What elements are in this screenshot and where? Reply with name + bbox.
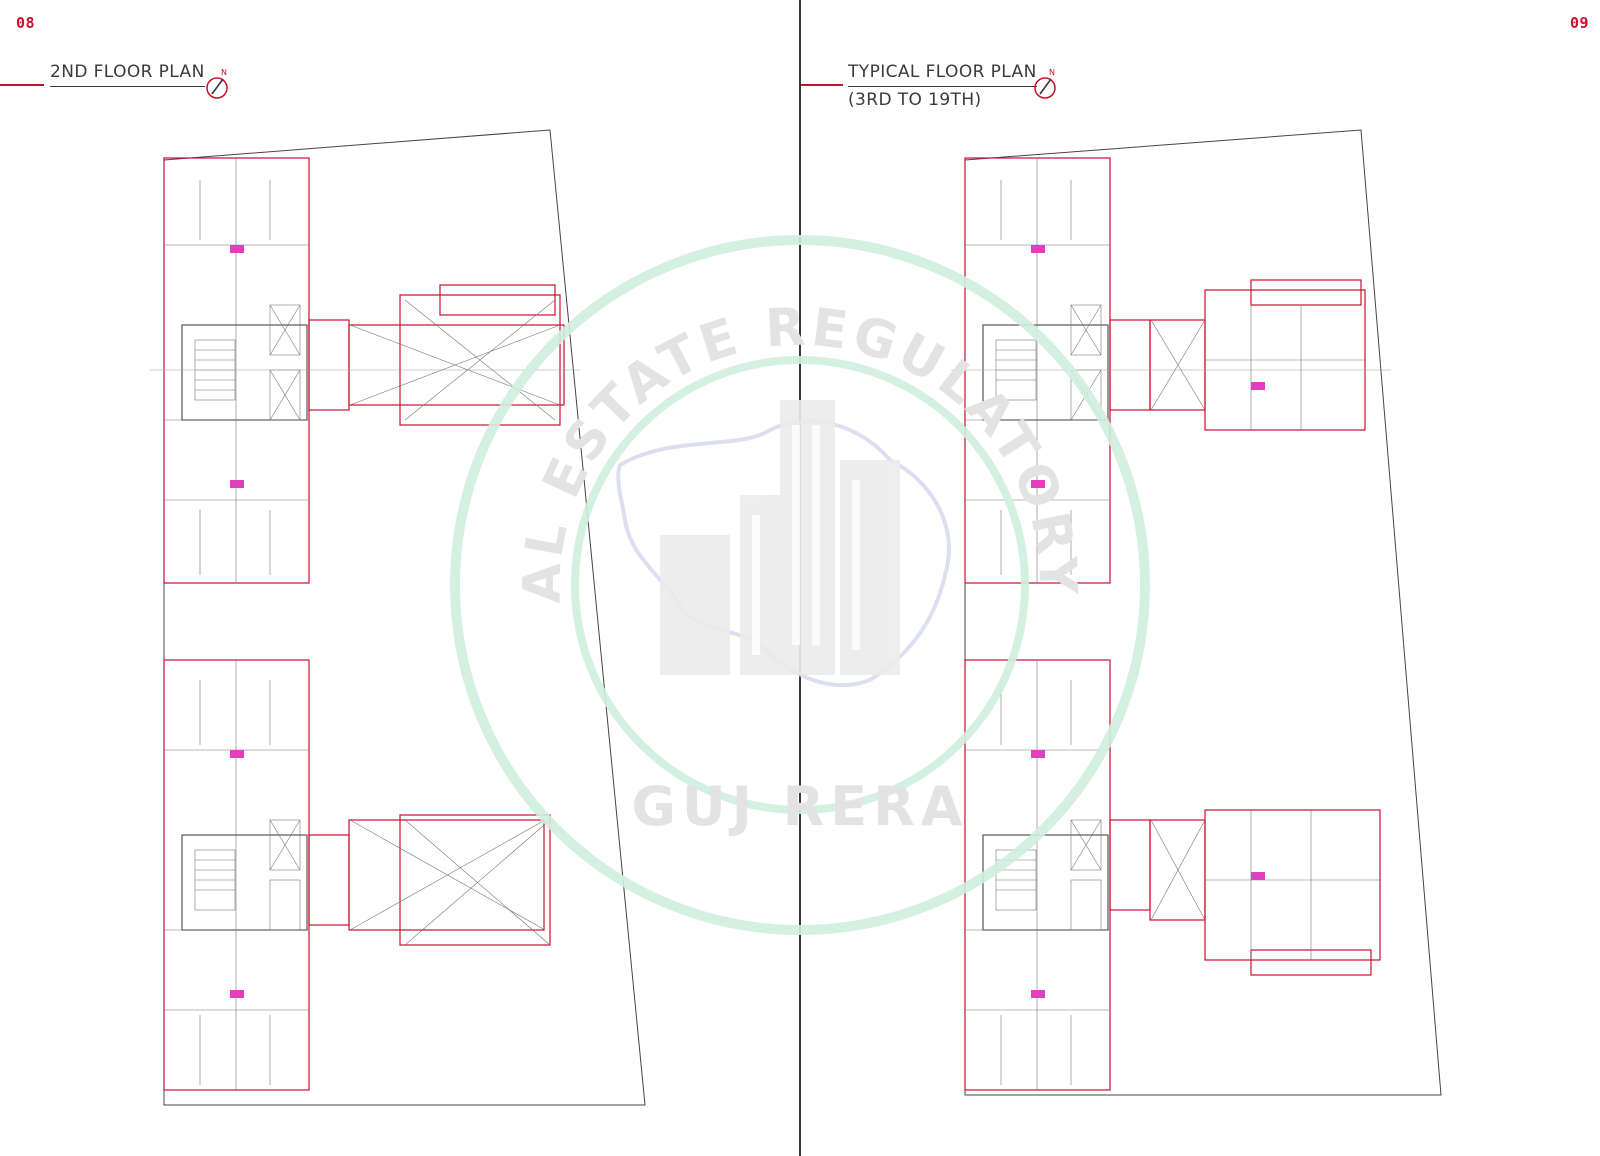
- page-title: 2ND FLOOR PLAN: [50, 62, 205, 87]
- page-number: 08: [16, 14, 36, 32]
- header-accent-line: [0, 84, 44, 86]
- page-number: 09: [1570, 14, 1590, 32]
- floor-plan-drawing: [951, 129, 1442, 1096]
- floor-plan-drawing: [150, 129, 646, 1106]
- page-title: TYPICAL FLOOR PLAN: [848, 62, 1037, 87]
- header-accent-line: [801, 84, 843, 86]
- left-page: 08 2ND FLOOR PLAN N: [0, 0, 799, 1156]
- page-subtitle: (3RD TO 19TH): [848, 90, 982, 110]
- right-page: 09 TYPICAL FLOOR PLAN (3RD TO 19TH) N: [801, 0, 1600, 1156]
- compass-icon: N: [205, 68, 231, 100]
- tower-block-lower: [163, 659, 551, 1091]
- compass-icon: N: [1033, 68, 1059, 100]
- tower-block-upper: [163, 157, 565, 584]
